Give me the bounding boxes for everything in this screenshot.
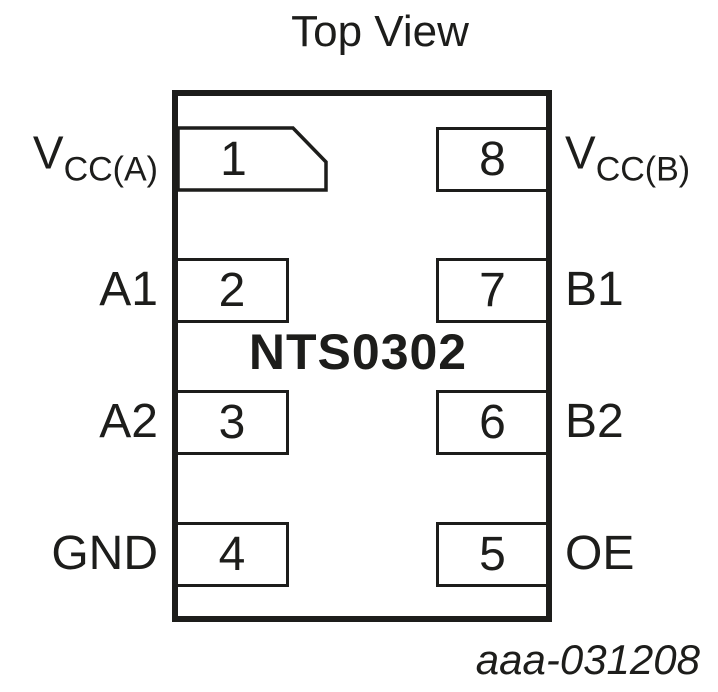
- pin-7-box: 7: [436, 258, 546, 323]
- pin-5-box: 5: [436, 522, 546, 587]
- pin-label-a1: A1: [99, 263, 158, 316]
- vcc-b-subscript: CC(B): [595, 150, 691, 189]
- pin-7-number: 7: [479, 264, 506, 317]
- pin-label-oe: OE: [565, 527, 635, 580]
- pin-4-box: 4: [178, 522, 289, 587]
- pin-label-gnd: GND: [51, 527, 158, 580]
- pin-label-vcc-b: VCC(B): [565, 130, 690, 187]
- pin-2-box: 2: [178, 258, 289, 323]
- pin-label-vcc-a: VCC(A): [33, 130, 158, 187]
- vcc-b-main: V: [565, 126, 596, 179]
- pin-label-b2: B2: [565, 395, 624, 448]
- pin-label-b1: B1: [565, 263, 624, 316]
- pin-1-number: 1: [220, 133, 247, 186]
- figure-reference: aaa-031208: [475, 636, 700, 683]
- pin-8-number: 8: [479, 133, 506, 186]
- pin-label-a2: A2: [99, 395, 158, 448]
- pin-1-box: [176, 126, 328, 192]
- vcc-a-main: V: [32, 126, 64, 179]
- pin-6-number: 6: [479, 396, 506, 449]
- pin-2-number: 2: [218, 264, 246, 317]
- part-number: NTS0302: [248, 324, 468, 380]
- pin-5-number: 5: [479, 528, 506, 581]
- pin-3-box: 3: [178, 390, 289, 455]
- pin-4-number: 4: [218, 528, 246, 581]
- pin-8-box: 8: [436, 127, 546, 192]
- vcc-a-subscript: CC(A): [63, 150, 158, 189]
- pin-3-number: 3: [218, 396, 246, 449]
- chip-body: [172, 90, 552, 622]
- pin-6-box: 6: [436, 390, 546, 455]
- diagram-title: Top View: [291, 7, 469, 56]
